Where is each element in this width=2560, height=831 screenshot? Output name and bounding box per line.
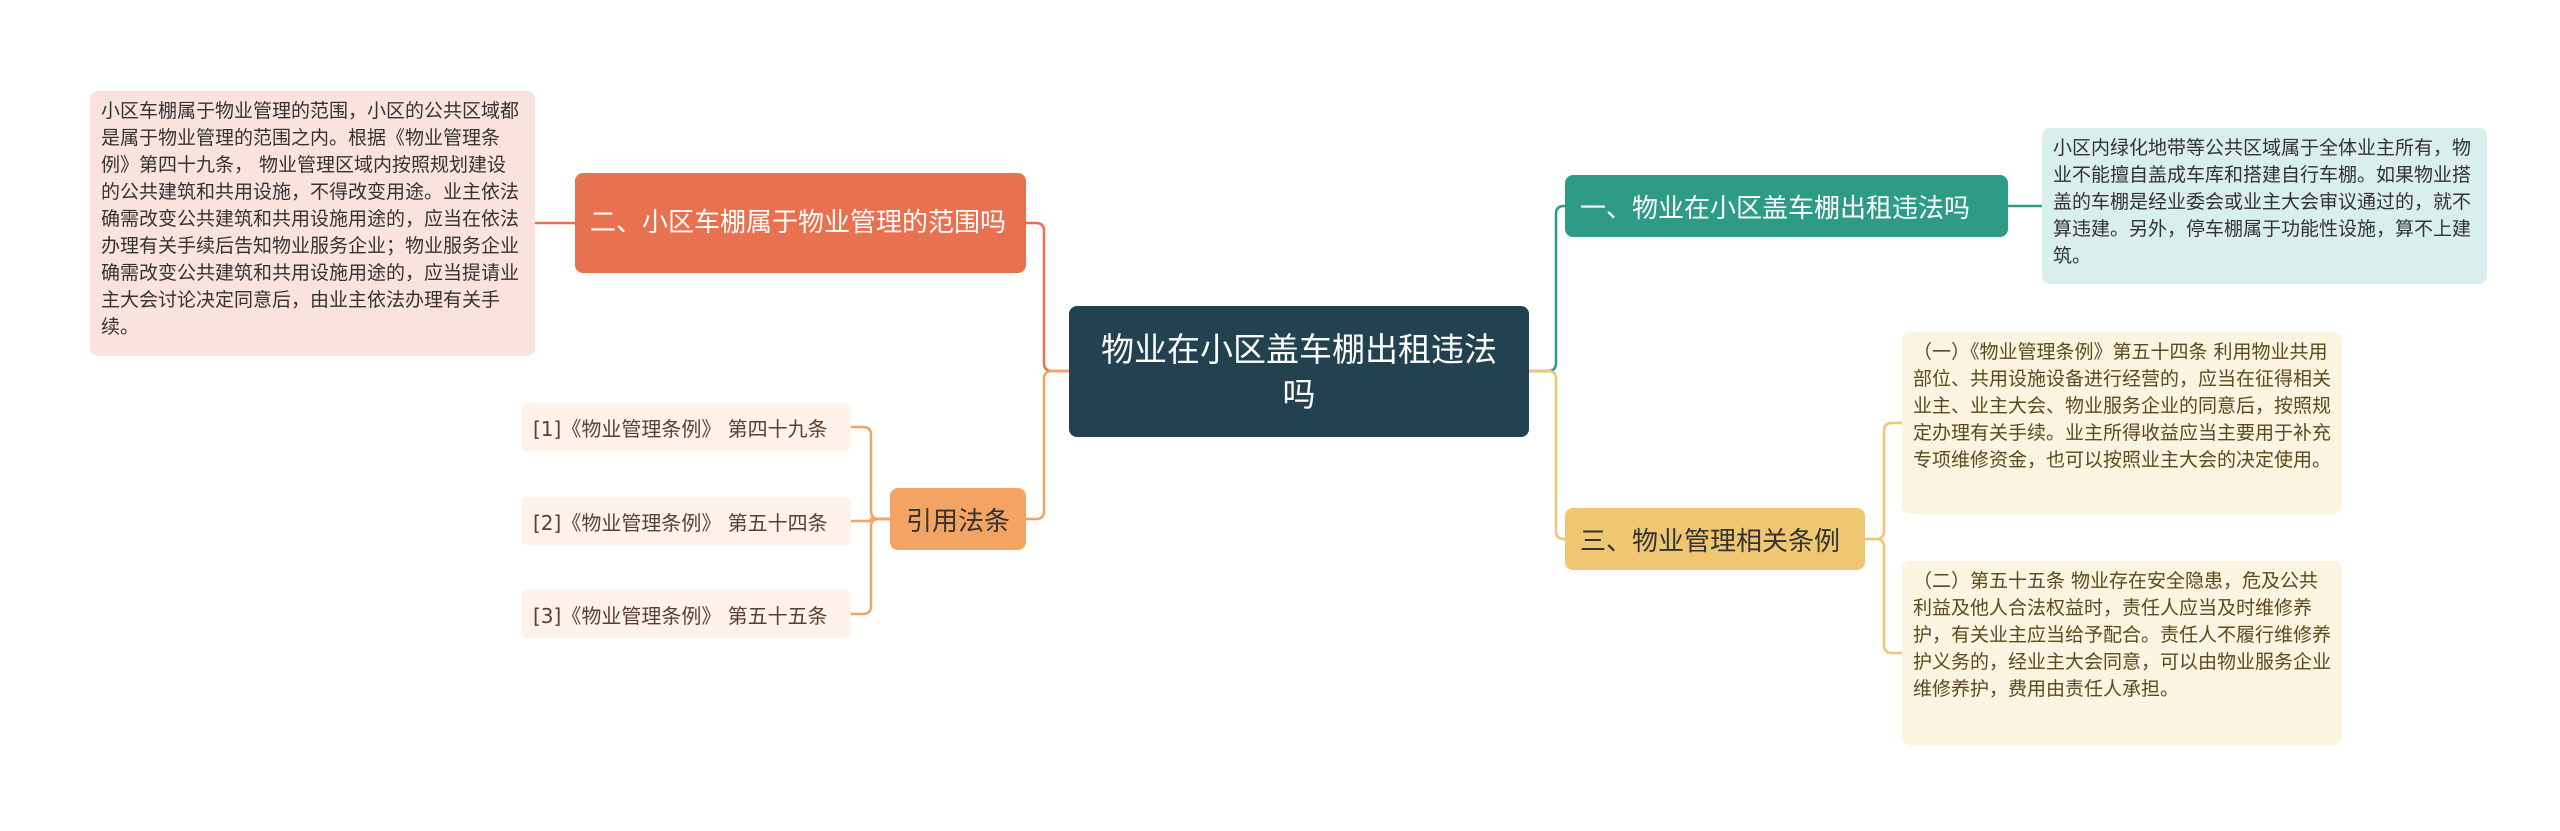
regulation-detail-54-text: （一）《物业管理条例》第五十四条 利用物业共用部位、共用设施设备进行经营的，应当… <box>1913 341 2332 471</box>
link-b4-ref1 <box>851 425 890 521</box>
link-b2-detail1 <box>1865 421 1902 541</box>
reference-item-text: [3]《物业管理条例》 第五十五条 <box>533 603 828 628</box>
branch-legality-label: 一、物业在小区盖车棚出租违法吗 <box>1580 193 1971 224</box>
link-root-b1 <box>1529 204 1565 373</box>
reference-item-text: [2]《物业管理条例》 第五十四条 <box>533 510 828 535</box>
branch-legality-detail-text: 小区内绿化地带等公共区域属于全体业主所有，物业不能擅自盖成车库和搭建自行车棚。如… <box>2053 137 2472 267</box>
root-topic[interactable]: 物业在小区盖车棚出租违法吗 <box>1069 306 1529 437</box>
link-root-b3 <box>1026 221 1069 373</box>
branch-scope-detail-text: 小区车棚属于物业管理的范围，小区的公共区域都是属于物业管理的范围之内。根据《物业… <box>101 100 520 338</box>
link-b2-detail2 <box>1865 537 1902 655</box>
root-topic-label: 物业在小区盖车棚出租违法吗 <box>1101 329 1497 414</box>
branch-regulations-label: 三、物业管理相关条例 <box>1580 526 1841 557</box>
reference-item-text: [1]《物业管理条例》 第四十九条 <box>533 416 828 441</box>
branch-references[interactable]: 引用法条 <box>890 488 1026 550</box>
branch-scope[interactable]: 二、小区车棚属于物业管理的范围吗 <box>575 173 1026 273</box>
reference-item[interactable]: [1]《物业管理条例》 第四十九条 <box>521 403 851 451</box>
branch-legality-detail[interactable]: 小区内绿化地带等公共区域属于全体业主所有，物业不能擅自盖成车库和搭建自行车棚。如… <box>2042 128 2487 284</box>
regulation-detail-55-text: （二）第五十五条 物业存在安全隐患，危及公共利益及他人合法权益时，责任人应当及时… <box>1913 570 2332 700</box>
branch-references-label: 引用法条 <box>905 506 1010 537</box>
link-root-b4 <box>1026 369 1069 521</box>
branch-scope-label: 二、小区车棚属于物业管理的范围吗 <box>590 208 1007 238</box>
link-root-b2 <box>1529 369 1565 541</box>
branch-legality[interactable]: 一、物业在小区盖车棚出租违法吗 <box>1565 175 2008 237</box>
reference-item[interactable]: [3]《物业管理条例》 第五十五条 <box>521 590 851 638</box>
branch-scope-detail[interactable]: 小区车棚属于物业管理的范围，小区的公共区域都是属于物业管理的范围之内。根据《物业… <box>90 91 535 356</box>
branch-regulations[interactable]: 三、物业管理相关条例 <box>1565 508 1865 570</box>
regulation-detail-55[interactable]: （二）第五十五条 物业存在安全隐患，危及公共利益及他人合法权益时，责任人应当及时… <box>1902 561 2342 745</box>
link-b4-ref2 <box>851 517 890 523</box>
regulation-detail-54[interactable]: （一）《物业管理条例》第五十四条 利用物业共用部位、共用设施设备进行经营的，应当… <box>1902 332 2342 514</box>
reference-item[interactable]: [2]《物业管理条例》 第五十四条 <box>521 497 851 545</box>
link-b4-ref3 <box>851 517 890 616</box>
